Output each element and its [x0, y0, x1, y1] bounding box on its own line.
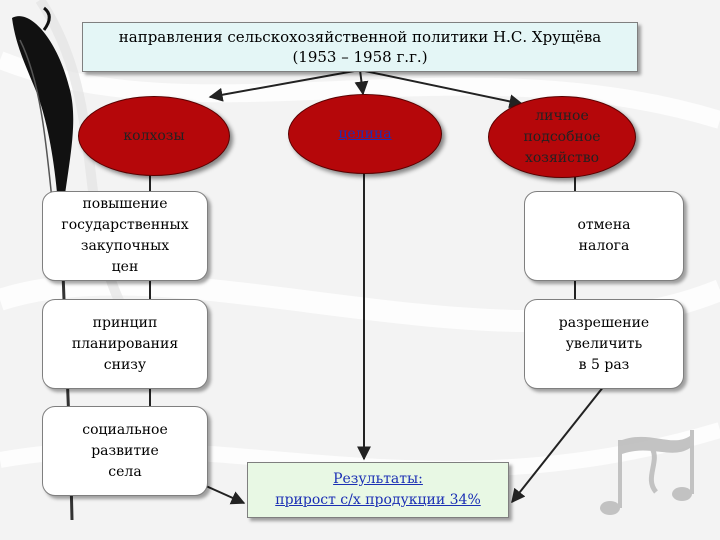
music-notes-decoration-icon	[600, 430, 694, 515]
oval-kolkhozy: колхозы	[78, 96, 230, 176]
oval-tselina[interactable]: целина	[288, 94, 442, 174]
card-tax-abolition-text: отмена налога	[577, 217, 631, 254]
result-box[interactable]: Результаты: прирост с/х продукции 34%	[247, 462, 509, 518]
card-increase-permission: разрешение увеличить в 5 раз	[524, 299, 684, 389]
card-procurement-prices-text: повышение государственных закупочных цен	[61, 196, 189, 275]
result-growth[interactable]: прирост с/х продукции 34%	[275, 492, 481, 508]
title-box: направления сельскохозяйственной политик…	[82, 22, 638, 72]
title-line-1: направления сельскохозяйственной политик…	[118, 28, 602, 46]
card-social-development-text: социальное развитие села	[82, 421, 168, 480]
card-tax-abolition: отмена налога	[524, 191, 684, 281]
card-planning-from-below-text: принцип планирования снизу	[71, 314, 179, 373]
oval-kolkhozy-label: колхозы	[123, 127, 185, 144]
oval-personal-farm-label: личное подсобное хозяйство	[523, 107, 601, 166]
card-planning-from-below: принцип планирования снизу	[42, 299, 208, 389]
oval-personal-farm: личное подсобное хозяйство	[488, 96, 636, 178]
result-heading[interactable]: Результаты:	[333, 471, 423, 487]
card-social-development: социальное развитие села	[42, 406, 208, 496]
title-line-2: (1953 – 1958 г.г.)	[292, 48, 428, 66]
oval-tselina-link[interactable]: целина	[338, 125, 392, 142]
card-increase-permission-text: разрешение увеличить в 5 раз	[558, 314, 650, 373]
card-procurement-prices: повышение государственных закупочных цен	[42, 191, 208, 281]
